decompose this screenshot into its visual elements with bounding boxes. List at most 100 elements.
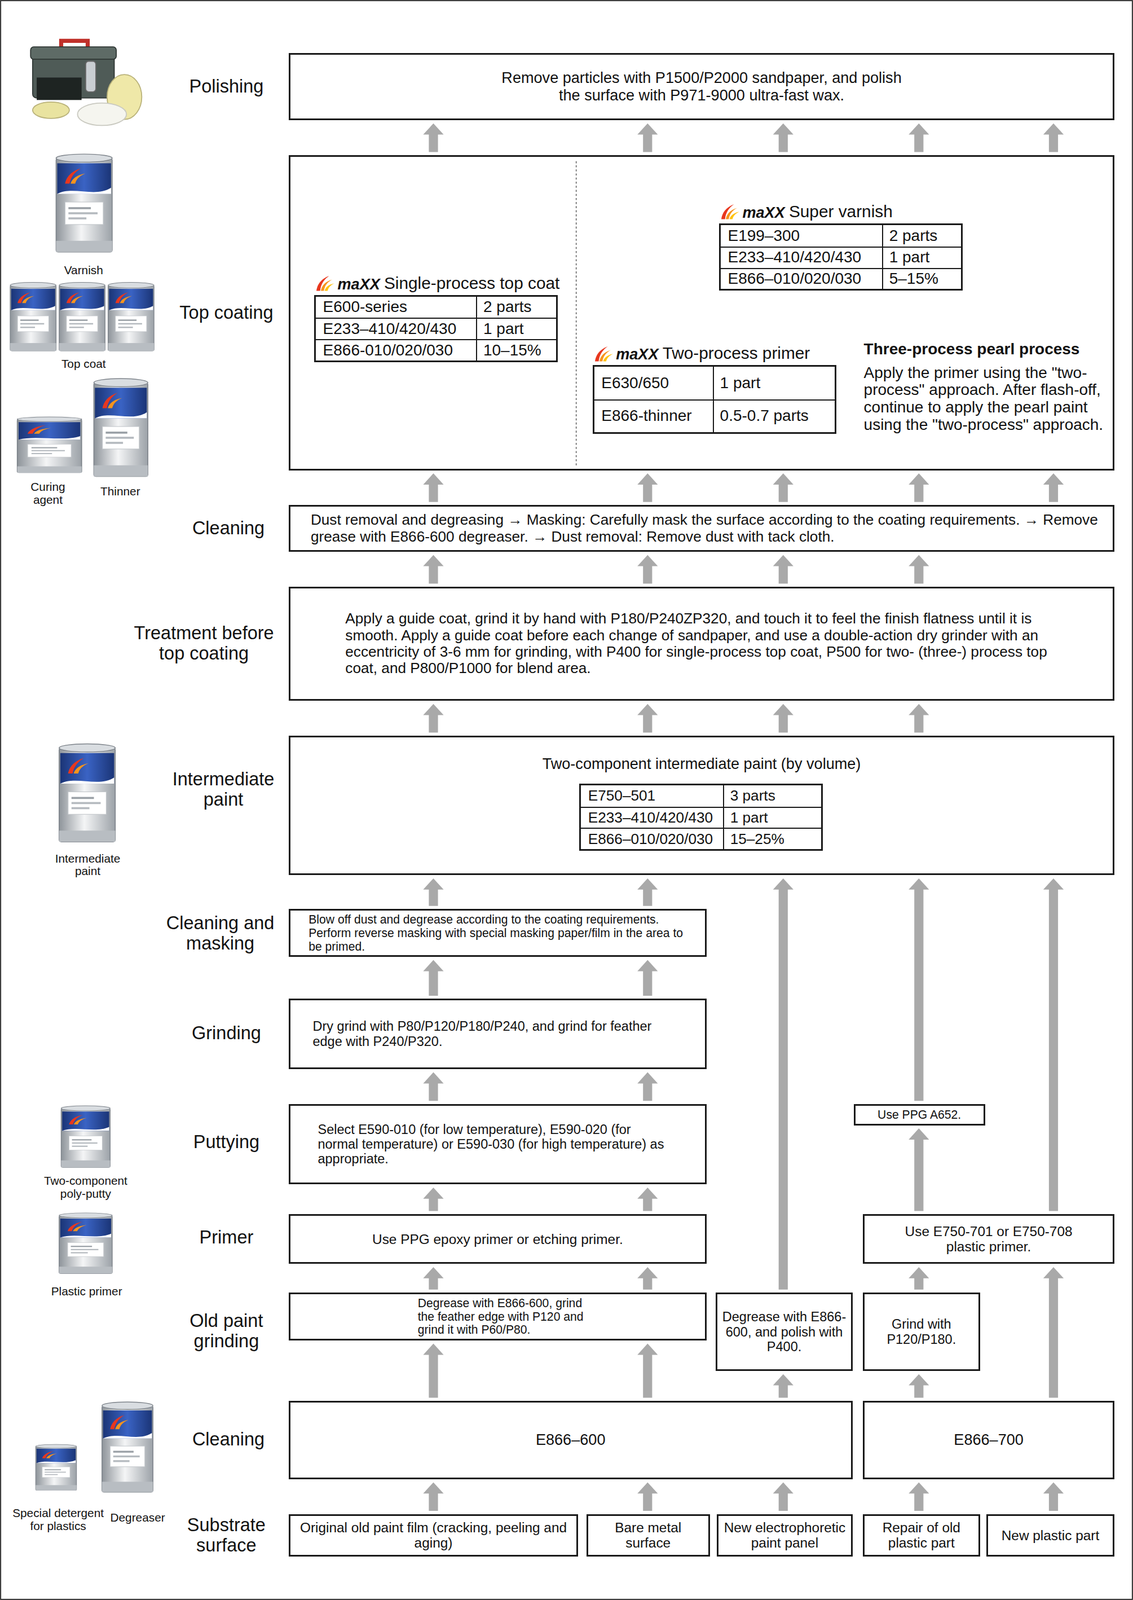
table-title: Single-process top coat [384,274,560,293]
substrate-box: Bare metal surface [586,1513,711,1557]
top-coat-can [59,281,105,351]
product-caption: Curing agent [17,480,79,507]
box-text: New electrophoretic paint panel [721,1519,849,1551]
table-cell: 1 part [713,366,835,400]
logo-text: maXX [615,345,659,363]
text-block: Degrease with E866-600, and polish with … [721,1308,848,1354]
connector-arrow [422,703,444,733]
table-cell: 1 part [477,317,557,339]
logo-flame-stripe [602,353,613,361]
product-caption: Degreaser [102,1510,174,1524]
text-block: Select E590-010 (for low temperature), E… [317,1121,674,1167]
process-box: Degrease with E866-600, grind the feathe… [288,1292,707,1340]
box-text: Dust removal and degreasing → Masking: C… [310,511,1103,545]
connector-arrow [1043,1266,1064,1398]
mixing-ratio-table: E750–5013 partsE233–410/420/4301 partE86… [579,783,823,851]
connector-arrow [422,1266,444,1290]
product-caption: Varnish [32,263,135,277]
text-block: Use E750-701 or E750-708 plastic primer. [889,1223,1088,1255]
text-block: Dust removal and degreasing → Masking: C… [310,511,1103,545]
text-block: Blow off dust and degrease according to … [308,912,695,953]
table-title: Super varnish [788,202,893,222]
logo-flame [314,274,337,293]
connector-arrow [422,554,444,584]
text-block: Remove particles with P1500/P2000 sandpa… [494,69,909,104]
connector-arrow [422,1481,444,1511]
text-block: Dry grind with P80/P120/P180/P240, and g… [312,1018,685,1049]
table-cell: E600-series [315,296,478,319]
connector-arrow [637,1187,658,1211]
table-heading: maXXSingle-process top coat [314,274,560,293]
connector-arrow [637,878,658,906]
row-label: Puttying [144,1131,308,1153]
box-text: Use E750-701 or E750-708 plastic primer. [889,1223,1088,1255]
box-text: Original old paint film (cracking, peeli… [296,1519,571,1551]
row-label: Intermediate paint [157,769,290,810]
connector-arrow [908,878,929,1101]
connector-arrow [773,1481,794,1511]
box-text: New plastic part [992,1527,1109,1543]
intermediate-paint-can [59,743,116,842]
process-box: Use PPG epoxy primer or etching primer. [288,1213,707,1264]
plastic-primer-can [59,1212,113,1274]
connector-arrow [908,473,929,502]
text-block: E866–700 [874,1430,1103,1448]
product-caption: Special detergent for plastics [7,1506,110,1533]
row-label: Substrate surface [165,1514,288,1556]
mixing-ratio-table: maXXTwo-process primerE630/6501 partE866… [592,364,837,434]
logo-text: maXX [337,275,380,293]
cleaning-box: E866–700 [862,1400,1115,1479]
connector-arrow [422,1072,444,1101]
polishing-kit-icon [30,40,142,126]
product-caption: Intermediate paint [46,852,129,879]
connector-arrow [908,703,929,733]
table-cell: 2 parts [883,225,961,247]
box-text: Use PPG A652. [861,1107,978,1122]
product-caption: Two-component poly-putty [34,1174,138,1201]
process-box: Use E750-701 or E750-708 plastic primer. [862,1213,1115,1264]
connector-arrow [422,959,444,996]
table-cell: 0.5-0.7 parts [713,399,835,432]
table-cell: E866–010/020/030 [720,267,884,290]
table-cell: 3 parts [724,785,822,807]
dashed-divider [575,161,577,466]
connector-arrow [422,878,444,906]
top-coating-panel: Three-process pearl processApply the pri… [288,155,1115,471]
text-block: Original old paint film (cracking, peeli… [296,1519,571,1551]
box-text: E866–600 [300,1430,841,1448]
box-text: Grind with P120/P180. [868,1316,975,1347]
connector-arrow [1043,123,1064,153]
cleaning-box: E866–600 [288,1400,853,1479]
row-label: Treatment before top coating [127,623,281,664]
process-box: Two-component intermediate paint (by vol… [288,735,1115,876]
connector-arrow [908,554,929,584]
product-caption: Top coat [32,357,135,371]
connector-arrow [773,473,794,502]
kit-tray [36,77,82,100]
substrate-box: New electrophoretic paint panel [716,1513,853,1557]
process-box: Remove particles with P1500/P2000 sandpa… [288,53,1115,121]
connector-arrow [637,703,658,733]
connector-arrow [422,1187,444,1211]
connector-arrow [908,123,929,153]
connector-arrow [1043,473,1064,502]
connector-arrow [637,473,658,502]
table-cell: E866-thinner [594,399,714,432]
connector-arrow [908,1266,929,1290]
process-box: Select E590-010 (for low temperature), E… [288,1103,707,1185]
degreaser-can [102,1401,153,1492]
top-coat-can [108,281,154,351]
table-cell: E630/650 [594,366,714,400]
connector-arrow [908,1373,929,1398]
text-block: New electrophoretic paint panel [721,1519,849,1551]
text-block: Repair of old plastic part [868,1519,975,1551]
table-cell: E866–010/020/030 [580,827,725,849]
table-cell: E866-010/020/030 [315,338,478,361]
varnish-can [55,153,112,253]
product-caption: Plastic primer [30,1284,143,1298]
connector-arrow [637,1072,658,1101]
row-label: Cleaning and masking [148,913,292,954]
text-block: Apply a guide coat, grind it by hand wit… [345,610,1083,677]
